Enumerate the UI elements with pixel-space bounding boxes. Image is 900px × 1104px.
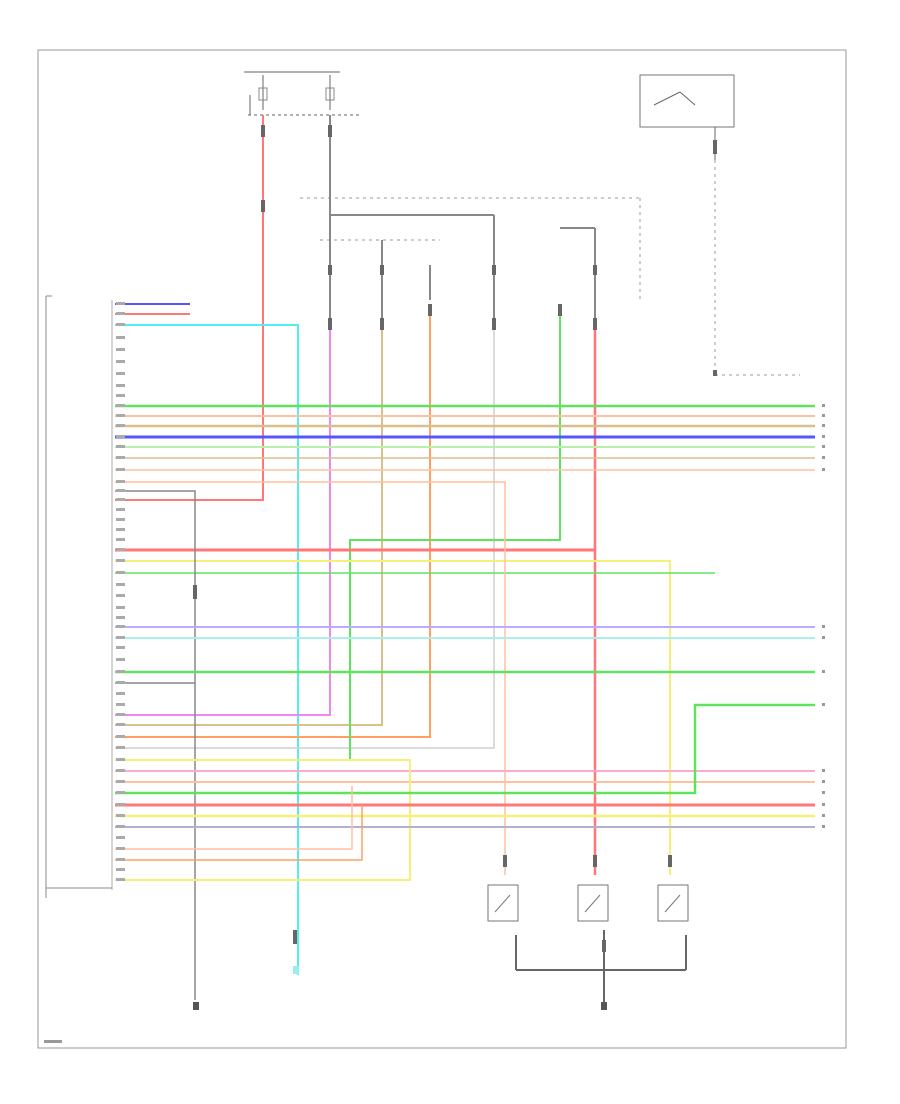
pin-mark [116,480,125,483]
tick-mark [822,424,825,427]
wire-gray-ground [115,490,196,1000]
wire-harness [115,115,815,1000]
pin-mark [116,825,125,828]
pin-mark [116,360,125,363]
pin-mark [116,498,125,501]
pin-mark [116,791,125,794]
tick-mark [822,445,825,448]
pin-mark [116,348,125,351]
pin-mark [116,508,125,511]
pin-mark [116,836,125,839]
ground-symbol-icon [193,966,607,1010]
pin-mark [116,847,125,850]
pin-mark [116,681,125,684]
pin-mark [116,878,125,881]
pin-mark [116,670,125,673]
tick-mark [822,636,825,639]
wire-orange-low [115,805,363,861]
wire-green-lower [115,703,815,795]
right-tick-marks [822,404,825,828]
pin-mark [116,489,125,492]
pin-mark [116,723,125,726]
pin-mark [116,658,125,661]
tick-mark [822,825,825,828]
pin-mark [116,372,125,375]
gray-feed [329,115,596,330]
pin-mark [116,583,125,586]
pin-mark [116,548,125,551]
tick-mark [822,814,825,817]
tick-mark [822,468,825,471]
wire-yellow-loop [115,759,411,881]
tick-mark [822,404,825,407]
pin-mark [116,323,125,326]
fuse-box-top [244,71,360,116]
pin-mark [116,414,125,417]
pin-mark [116,456,125,459]
tick-mark [822,769,825,772]
pin-mark [116,814,125,817]
pin-mark [116,594,125,597]
dashed-bus [300,160,800,376]
pin-mark [116,518,125,521]
pin-mark [116,713,125,716]
wire-orange [115,316,431,738]
pin-mark [116,468,125,471]
tick-mark [822,670,825,673]
tick-mark [822,456,825,459]
pin-mark [116,703,125,706]
relay-right [657,884,689,922]
pin-mark [116,616,125,619]
diagram-frame [37,49,847,1049]
footer-code-mark [44,1040,62,1043]
pin-mark [116,424,125,427]
ignition-switch-box [639,74,735,160]
control-module [45,295,113,898]
wire-peach-low2 [115,786,353,850]
pin-mark [116,312,125,315]
pin-mark [116,559,125,562]
tick-mark [822,780,825,783]
relay-middle [577,884,609,922]
relay-left [487,884,519,922]
wire-cyan-vertical [115,324,299,975]
pin-mark [116,625,125,628]
pin-mark [116,780,125,783]
pin-mark [116,803,125,806]
pin-mark [116,384,125,387]
pin-mark [116,394,125,397]
pin-mark [116,302,125,305]
tick-mark [822,625,825,628]
tick-mark [822,803,825,806]
pin-mark [116,404,125,407]
relay-group [487,884,689,1005]
pin-mark [116,735,125,738]
pin-mark [116,445,125,448]
pin-mark [116,571,125,574]
wire-tan [115,330,383,726]
pin-mark [116,746,125,749]
wire-red-fuse [115,115,264,501]
pin-mark [116,636,125,639]
tick-mark [822,435,825,438]
pin-mark [116,606,125,609]
wire-peach-relay [115,481,506,875]
pin-mark [116,868,125,871]
pin-label-column [116,302,125,881]
pin-mark [116,646,125,649]
pin-mark [116,692,125,695]
tick-mark [822,703,825,706]
pin-mark [116,538,125,541]
pin-mark [116,528,125,531]
pin-mark [116,435,125,438]
pin-mark [116,858,125,861]
pin-mark [116,769,125,772]
connector-pin-icon [193,125,717,952]
pin-mark [116,758,125,761]
tick-mark [822,791,825,794]
tick-mark [822,414,825,417]
pin-mark [116,336,125,339]
